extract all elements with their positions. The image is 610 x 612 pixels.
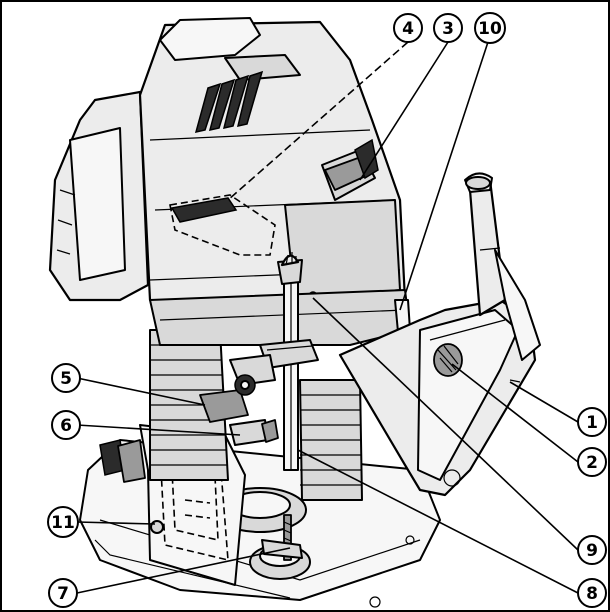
svg-text:9: 9: [586, 541, 598, 561]
leader-9: [312, 297, 579, 551]
right-handle: [338, 172, 541, 497]
svg-text:1: 1: [586, 413, 598, 433]
svg-text:5: 5: [60, 369, 72, 389]
svg-text:3: 3: [442, 19, 454, 39]
depth-lock-knob: [229, 419, 279, 446]
leader-lines: [76, 41, 579, 594]
top-cap: [159, 17, 261, 61]
svg-text:11: 11: [51, 513, 75, 533]
right-column-bellows: [299, 379, 363, 501]
svg-text:7: 7: [57, 584, 69, 604]
svg-text:4: 4: [402, 19, 414, 39]
leader-6: [76, 424, 241, 436]
depth-stop-screw: [283, 514, 292, 561]
callout-4: 4: [393, 13, 423, 43]
clamp-lever: [199, 354, 276, 423]
callout-6: 6: [51, 410, 81, 440]
callout-10: 10: [474, 12, 506, 44]
callout-7: 7: [48, 578, 78, 608]
callout-2: 2: [577, 447, 607, 477]
leader-10: [399, 41, 489, 311]
svg-text:6: 6: [60, 416, 72, 436]
depth-stop-rod: [277, 252, 303, 471]
leader-11: [76, 521, 156, 525]
svg-text:8: 8: [586, 584, 598, 604]
collar-ring: [149, 289, 411, 346]
lock-off-button: [433, 343, 463, 377]
air-vents: [194, 70, 264, 134]
callout-8: 8: [577, 578, 607, 608]
leader-7: [76, 547, 291, 594]
callout-5: 5: [51, 363, 81, 393]
leader-8: [297, 449, 579, 594]
leader-2: [451, 363, 579, 463]
motor-housing: [138, 17, 407, 332]
on-off-switch-hidden: [169, 194, 276, 256]
callout-3: 3: [433, 13, 463, 43]
speed-control-dial: [321, 138, 379, 201]
leader-1: [509, 381, 579, 423]
leader-5: [76, 377, 206, 406]
leader-3: [359, 41, 449, 181]
callout-1: 1: [577, 407, 607, 437]
leader-4: [227, 41, 409, 201]
callout-9: 9: [577, 535, 607, 565]
svg-text:2: 2: [586, 453, 598, 473]
left-handle: [48, 90, 150, 302]
callout-11: 11: [47, 506, 79, 538]
svg-text:10: 10: [478, 19, 502, 39]
